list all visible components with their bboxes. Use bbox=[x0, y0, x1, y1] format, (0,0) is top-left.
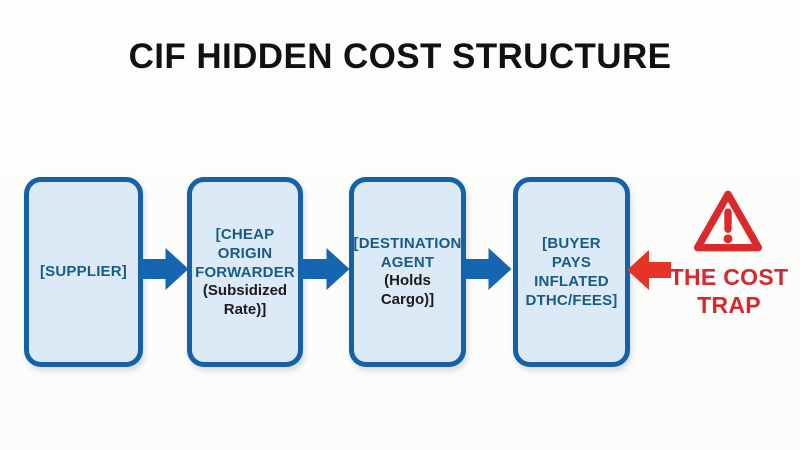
right-arrow-icon bbox=[139, 248, 189, 290]
flow-box-cheap-origin-forwarder: [CHEAP ORIGIN FORWARDER (Subsidized Rate… bbox=[187, 177, 303, 367]
flow-box-supplier-label: [SUPPLIER] bbox=[39, 263, 127, 281]
right-arrow-icon bbox=[300, 248, 350, 290]
flow-box-agent-sublabel: (Holds Cargo)] bbox=[380, 272, 435, 309]
warning-triangle-icon bbox=[693, 190, 763, 252]
cost-trap-label: THE COST TRAP bbox=[669, 264, 789, 319]
flow-box-forwarder-label: [CHEAP ORIGIN FORWARDER bbox=[195, 225, 295, 281]
flow-box-destination-agent: [DESTINATION AGENT (Holds Cargo)] bbox=[349, 177, 466, 367]
flow-box-buyer-label: [BUYER PAYS INFLATED DTHC/FEES] bbox=[525, 234, 618, 310]
flow-box-supplier: [SUPPLIER] bbox=[24, 177, 143, 367]
flow-box-agent-label: [DESTINATION AGENT bbox=[353, 235, 462, 272]
flow-box-buyer-pays-inflated: [BUYER PAYS INFLATED DTHC/FEES] bbox=[513, 177, 630, 367]
left-arrow-icon bbox=[627, 250, 671, 290]
flow-box-forwarder-sublabel: (Subsidized Rate)] bbox=[202, 281, 288, 318]
diagram-title: CIF HIDDEN COST STRUCTURE bbox=[128, 37, 672, 76]
right-arrow-icon bbox=[462, 248, 512, 290]
